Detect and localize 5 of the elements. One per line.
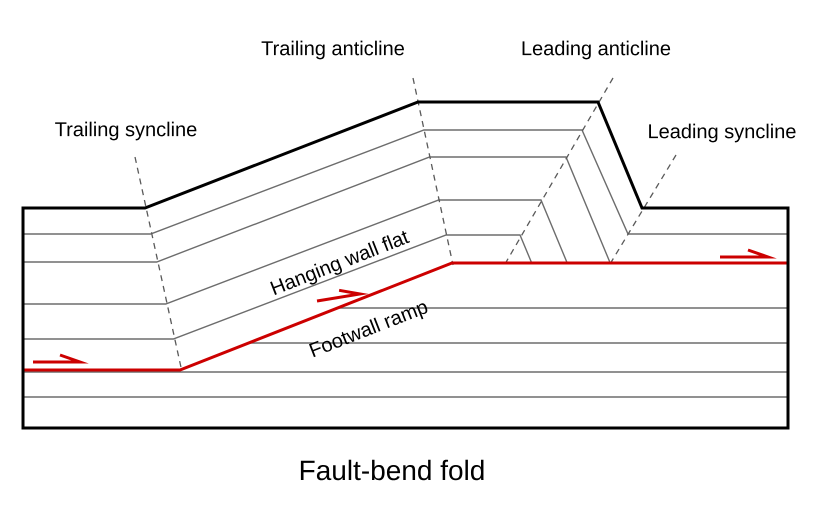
axial-trace-label: Trailing syncline — [55, 122, 196, 140]
axial-trace-label: Trailing anticline — [262, 40, 404, 60]
diagram-title: Fault-bend fold — [300, 460, 484, 480]
axial-trace-label: Leading anticline — [522, 40, 670, 60]
axial-trace-label: Leading syncline — [649, 124, 796, 142]
